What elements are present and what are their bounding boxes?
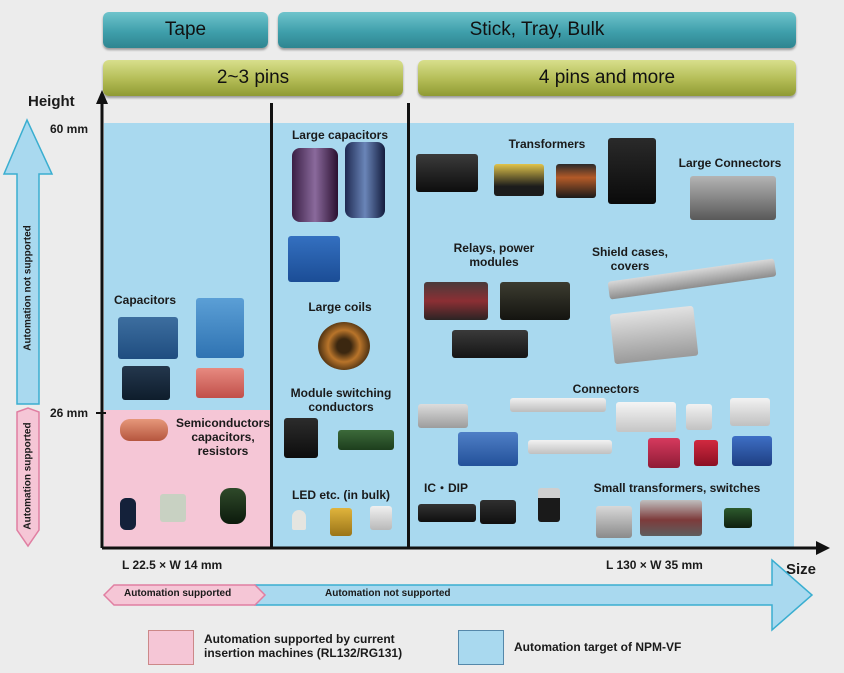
label-large-coils: Large coils	[308, 300, 372, 314]
connector-image-6	[686, 404, 712, 430]
ic-dip-image-3	[538, 488, 560, 522]
legend-pink-text: Automation supported by current insertio…	[204, 632, 403, 660]
small-transformer-image	[724, 508, 752, 528]
led-image-2	[330, 508, 352, 536]
connector-image-10	[732, 436, 772, 466]
label-led: LED etc. (in bulk)	[291, 488, 390, 502]
header-tape: Tape	[103, 12, 268, 48]
capacitor-image-3	[122, 366, 170, 400]
x-axis-label: Size	[786, 561, 817, 578]
legend-blue-swatch	[458, 630, 504, 665]
connector-image-7	[730, 398, 770, 426]
x-tick-small: L 22.5 × W 14 mm	[122, 558, 223, 572]
shield-case-image	[609, 305, 699, 365]
large-capacitor-image-2	[345, 142, 385, 218]
label-relays: Relays, power modules	[453, 241, 535, 269]
resistor-image	[120, 419, 168, 441]
label-shield-cases: Shield cases, covers	[591, 245, 669, 273]
header-2-3-pins: 2~3 pins	[103, 60, 403, 96]
label-capacitors: Capacitors	[114, 293, 177, 307]
switch-image-1	[596, 506, 632, 538]
capacitor-image-2	[196, 298, 244, 358]
legend-pink-swatch	[148, 630, 194, 665]
ic-dip-image-1	[418, 504, 476, 522]
y-axis-label: Height	[28, 93, 75, 110]
label-connectors: Connectors	[572, 382, 640, 396]
semiconductor-image-3	[220, 488, 246, 524]
header-stick-tray-bulk: Stick, Tray, Bulk	[278, 12, 796, 48]
led-image-3	[370, 506, 392, 530]
led-image-1	[292, 510, 306, 530]
connector-image-3	[510, 398, 606, 412]
label-ic-dip: IC・DIP	[424, 481, 469, 495]
module-image-2	[338, 430, 394, 450]
large-connector-image	[690, 176, 776, 220]
label-large-connectors: Large Connectors	[678, 156, 782, 170]
relay-image-2	[500, 282, 570, 320]
bottom-supported-text: Automation supported	[124, 588, 232, 599]
large-coil-image	[318, 322, 370, 370]
capacitor-image-1	[118, 317, 178, 359]
label-small-transformers: Small transformers, switches	[593, 481, 761, 495]
relay-image-3	[452, 330, 528, 358]
header-4-pins-label: 4 pins and more	[538, 67, 676, 88]
transformer-image-4	[608, 138, 656, 204]
header-tape-label: Tape	[164, 19, 207, 40]
relay-blue-image	[288, 236, 340, 282]
transformer-image-1	[416, 154, 478, 192]
divider-right	[407, 103, 410, 548]
capacitor-image-4	[196, 368, 244, 398]
connector-image-2	[458, 432, 518, 466]
connector-image-5	[616, 402, 676, 432]
label-large-capacitors: Large capacitors	[291, 128, 389, 142]
legend-blue-text: Automation target of NPM-VF	[514, 640, 682, 654]
header-stick-label: Stick, Tray, Bulk	[469, 19, 605, 40]
connector-image-1	[418, 404, 468, 428]
label-semiconductors: Semiconductors capacitors, resistors	[175, 416, 271, 458]
semiconductor-image-2	[160, 494, 186, 522]
side-arrows	[2, 118, 54, 548]
ic-dip-image-2	[480, 500, 516, 524]
y-tick-26: 26 mm	[50, 406, 89, 420]
connector-image-8	[648, 438, 680, 468]
semiconductor-image-1	[120, 498, 136, 530]
transformer-image-2	[494, 164, 544, 196]
large-capacitor-image-1	[292, 148, 338, 222]
header-2-3-pins-label: 2~3 pins	[216, 67, 290, 88]
bottom-not-supported-text: Automation not supported	[325, 588, 451, 599]
relay-image-1	[424, 282, 488, 320]
x-tick-large: L 130 × W 35 mm	[606, 558, 703, 572]
connector-image-4	[528, 440, 612, 454]
switch-image-2	[640, 500, 702, 536]
module-image-1	[284, 418, 318, 458]
label-module-switching: Module switching conductors	[290, 386, 392, 414]
label-transformers: Transformers	[508, 137, 586, 151]
header-4-pins: 4 pins and more	[418, 60, 796, 96]
transformer-image-3	[556, 164, 596, 198]
y-tick-60: 60 mm	[50, 122, 89, 136]
divider-left	[270, 103, 273, 548]
connector-image-9	[694, 440, 718, 466]
